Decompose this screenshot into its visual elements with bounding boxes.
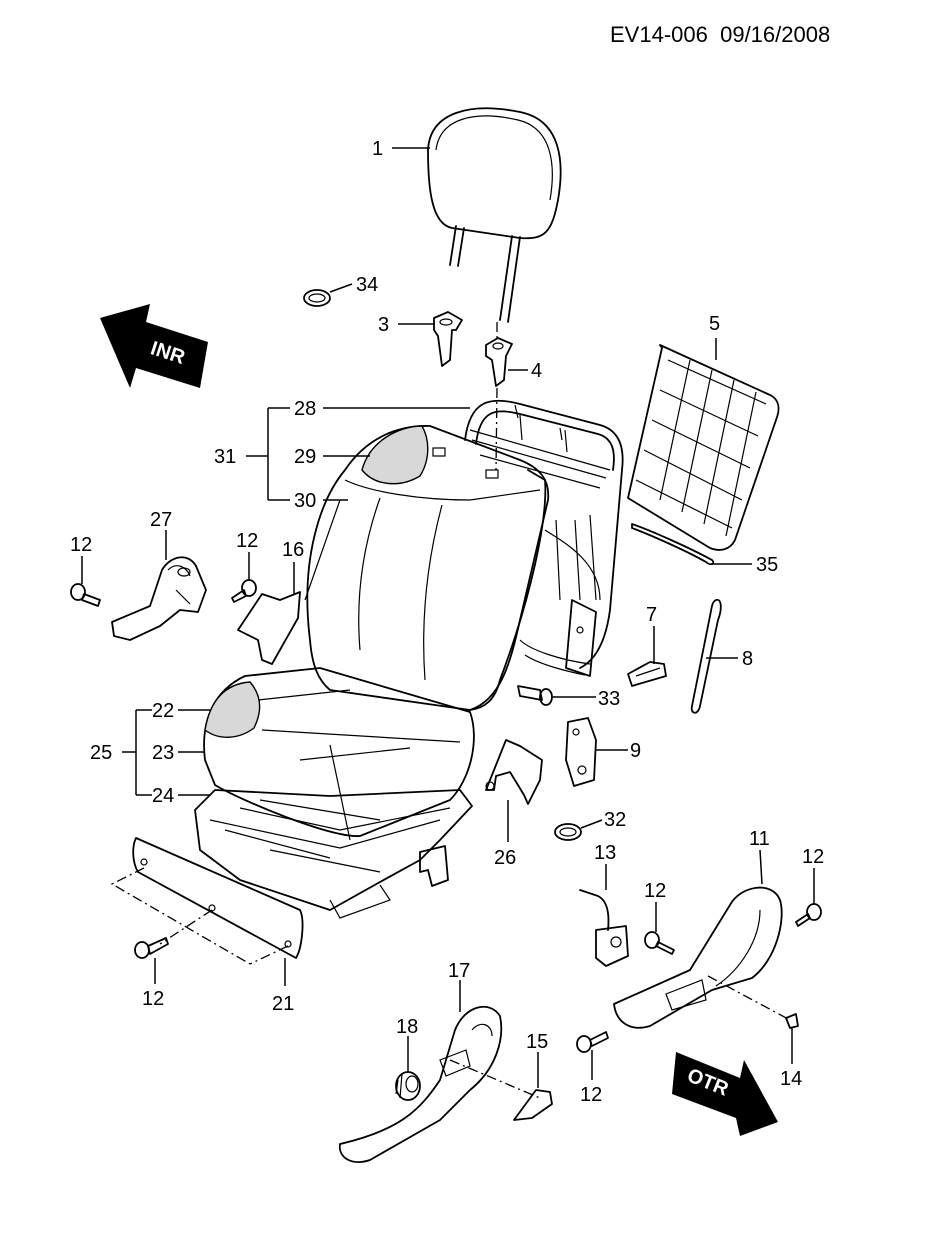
callout-4: 4 [531, 360, 542, 382]
callout-30: 30 [294, 490, 316, 512]
bolt-12-front [134, 937, 169, 959]
callout-11: 11 [749, 828, 770, 850]
callout-14: 14 [780, 1068, 802, 1090]
callout-25: 25 [90, 742, 112, 764]
harness-13 [579, 889, 629, 967]
callout-12-bracket: 12 [236, 530, 258, 552]
callout-3: 3 [378, 314, 389, 336]
motor-9 [565, 717, 597, 787]
callout-17: 17 [448, 960, 470, 982]
callout-15: 15 [526, 1031, 548, 1053]
handle-15 [513, 1089, 553, 1121]
callout-18: 18 [396, 1016, 418, 1038]
document-date: 09/16/2008 [720, 22, 831, 47]
callout-16: 16 [282, 539, 304, 561]
callout-24: 24 [152, 785, 174, 807]
callout-13: 13 [594, 842, 616, 864]
callout-21: 21 [272, 993, 294, 1015]
callout-27: 27 [150, 509, 172, 531]
callout-23: 23 [152, 742, 174, 764]
trim-panel-21 [110, 837, 304, 965]
ring-34 [303, 289, 331, 307]
callout-34: 34 [356, 274, 378, 296]
callout-35: 35 [756, 554, 778, 576]
headrest-guide-3 [433, 311, 463, 367]
callout-28: 28 [294, 398, 316, 420]
bolt-12-lower [576, 1031, 609, 1053]
document-id: EV14-006 [610, 22, 708, 47]
callout-26: 26 [494, 847, 516, 869]
rod-8 [690, 598, 722, 714]
callout-8: 8 [742, 648, 753, 670]
callout-7: 7 [646, 604, 657, 626]
wire-35 [631, 523, 715, 566]
bracket-27 [111, 556, 207, 641]
callout-9: 9 [630, 740, 641, 762]
headrest-guide-4 [485, 322, 513, 471]
headrest [427, 107, 562, 323]
inner-direction-arrow: INR [100, 304, 208, 388]
callout-12-mid: 12 [644, 880, 666, 902]
seat-cushion [203, 667, 475, 841]
clip-14 [785, 1013, 799, 1029]
cover-16 [237, 591, 301, 665]
callout-29: 29 [294, 446, 316, 468]
seatback-frame [464, 399, 624, 677]
bolt-33 [517, 685, 553, 706]
callout-22: 22 [152, 700, 174, 722]
diagram-header: EV14-006 09/16/2008 [610, 22, 910, 48]
callout-12-left: 12 [70, 534, 92, 556]
callout-12-front: 12 [142, 988, 164, 1010]
callout-12-right: 12 [802, 846, 824, 868]
bolt-12-bracket [231, 579, 257, 603]
callout-31: 31 [214, 446, 236, 468]
back-panel [627, 344, 780, 551]
bracket-26 [485, 739, 543, 805]
seat-frame [194, 789, 473, 919]
knob-18 [395, 1071, 421, 1101]
bolt-12-left [70, 583, 101, 607]
seatback-cushion [304, 425, 550, 711]
lever-7 [627, 661, 667, 687]
callout-32: 32 [604, 809, 626, 831]
bolt-12-right [795, 903, 822, 927]
callout-33: 33 [598, 688, 620, 710]
ring-32 [554, 823, 582, 841]
callout-12-lower: 12 [580, 1084, 602, 1106]
callout-1: 1 [372, 138, 383, 160]
side-trim-17 [339, 1006, 541, 1163]
side-cover-11 [613, 886, 791, 1029]
outer-direction-arrow: OTR [672, 1052, 778, 1136]
bolt-12-mid [644, 931, 675, 955]
callout-labels: 1 34 3 4 5 28 29 30 31 27 12 12 16 35 7 … [70, 138, 824, 1106]
callout-5: 5 [709, 313, 720, 335]
